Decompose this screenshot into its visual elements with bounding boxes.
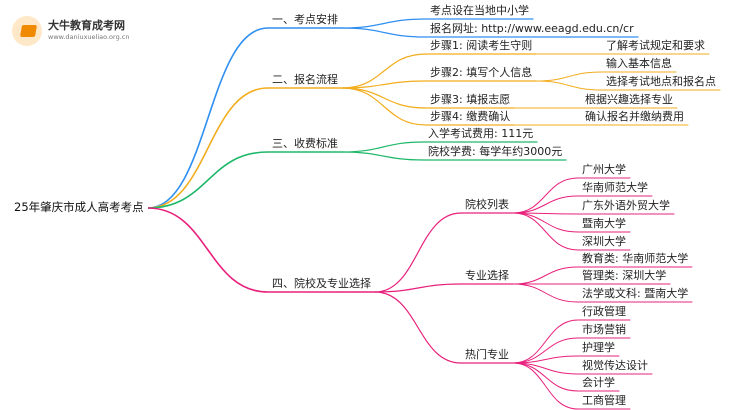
logo-icon (12, 16, 42, 46)
leaf-node: 工商管理 (582, 394, 626, 407)
group-node: 专业选择 (465, 269, 509, 282)
site-logo: 大牛教育成考网 www.daniuxueliao.org.cn (10, 14, 150, 48)
step-node: 步骤4: 缴费确认 (430, 110, 511, 123)
leaf-node: 管理类: 深圳大学 (582, 269, 667, 282)
connector-line (147, 87, 269, 209)
branch-node-2: 二、报名流程 (272, 73, 338, 86)
leaf-node: 行政管理 (582, 305, 626, 318)
leaf-node: 输入基本信息 (606, 57, 672, 70)
leaf-node: 广州大学 (582, 163, 626, 176)
leaf-node: 市场营销 (582, 323, 626, 336)
connector-line (341, 141, 425, 153)
connector-line (341, 80, 427, 89)
connector-line (512, 319, 579, 364)
leaf-node: 广东外语外贸大学 (582, 199, 670, 212)
leaf-node: 视觉传达设计 (582, 359, 648, 372)
connector-line (341, 53, 427, 89)
root-node: 25年肇庆市成人高考考点 (14, 200, 144, 214)
connector-line (374, 291, 462, 364)
connector-line (512, 212, 579, 251)
connector-line (535, 71, 603, 82)
connector-line (512, 266, 579, 285)
connector-line (341, 87, 427, 126)
group-node: 院校列表 (465, 198, 509, 211)
leaf-node: 会计学 (582, 376, 615, 389)
connector-line (512, 362, 579, 410)
branch-node-4: 四、院校及专业选择 (272, 277, 371, 290)
leaf-node: 了解考试规定和要求 (606, 39, 705, 52)
connector-line (512, 177, 579, 214)
leaf-node: 考点设在当地中小学 (430, 4, 529, 17)
step-node: 步骤2: 填写个人信息 (430, 66, 533, 79)
connector-line (512, 212, 579, 233)
connector-line (147, 207, 269, 293)
leaf-node: 护理学 (582, 341, 615, 354)
step-node: 步骤1: 阅读考生守则 (430, 39, 533, 52)
logo-url: www.daniuxueliao.org.cn (48, 33, 130, 41)
leaf-node: 华南师范大学 (582, 181, 648, 194)
leaf-node: 暨南大学 (582, 217, 626, 230)
leaf-node: 入学考试费用: 111元 (428, 127, 534, 140)
leaf-node: 院校学费: 每学年约3000元 (428, 145, 563, 158)
step-node: 步骤3: 填报志愿 (430, 93, 511, 106)
branch-node-1: 一、考点安排 (272, 13, 338, 26)
leaf-node: 法学或文科: 暨南大学 (582, 287, 689, 300)
connector-line (341, 27, 427, 38)
connector-line (535, 80, 603, 91)
connector-line (374, 283, 462, 293)
leaf-node: 确认报名并缴纳费用 (585, 110, 684, 123)
connector-line (512, 283, 579, 303)
connector-line (512, 362, 579, 392)
leaf-node: 报名网址: http://www.eeagd.edu.cn/cr (430, 22, 634, 35)
connector-line (341, 87, 427, 109)
branch-node-3: 三、收费标准 (272, 137, 338, 150)
leaf-node: 教育类: 华南师范大学 (582, 252, 689, 265)
connector-line (341, 18, 427, 29)
connector-line (512, 195, 579, 214)
connector-line (147, 151, 269, 209)
leaf-node: 根据兴趣选择专业 (585, 93, 673, 106)
connector-line (374, 212, 462, 293)
connector-line (341, 151, 425, 161)
connector-line (147, 27, 269, 209)
leaf-node: 选择考试地点和报名点 (606, 75, 716, 88)
logo-title: 大牛教育成考网 (48, 19, 125, 32)
leaf-node: 深圳大学 (582, 235, 626, 248)
group-node: 热门专业 (465, 348, 509, 361)
